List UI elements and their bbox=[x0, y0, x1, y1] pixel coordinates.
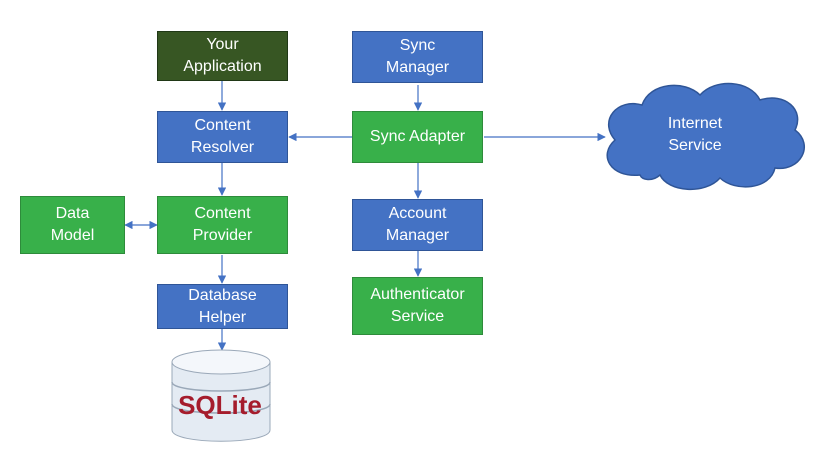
internet-service-label: Internet Service bbox=[667, 115, 723, 154]
sqlite-database-icon bbox=[171, 349, 271, 442]
sync-manager-box: Sync Manager bbox=[352, 31, 483, 83]
sync-adapter-box: Sync Adapter bbox=[352, 111, 483, 163]
authenticator-service-box: Authenticator Service bbox=[352, 277, 483, 335]
content-resolver-box: Content Resolver bbox=[157, 111, 288, 163]
account-manager-box: Account Manager bbox=[352, 199, 483, 251]
database-helper-box: Database Helper bbox=[157, 284, 288, 329]
your-application-box: Your Application bbox=[157, 31, 288, 81]
internet-service-cloud bbox=[606, 82, 805, 191]
data-model-box: Data Model bbox=[20, 196, 125, 254]
sqlite-logo-text: SQLite bbox=[178, 389, 262, 420]
content-provider-box: Content Provider bbox=[157, 196, 288, 254]
